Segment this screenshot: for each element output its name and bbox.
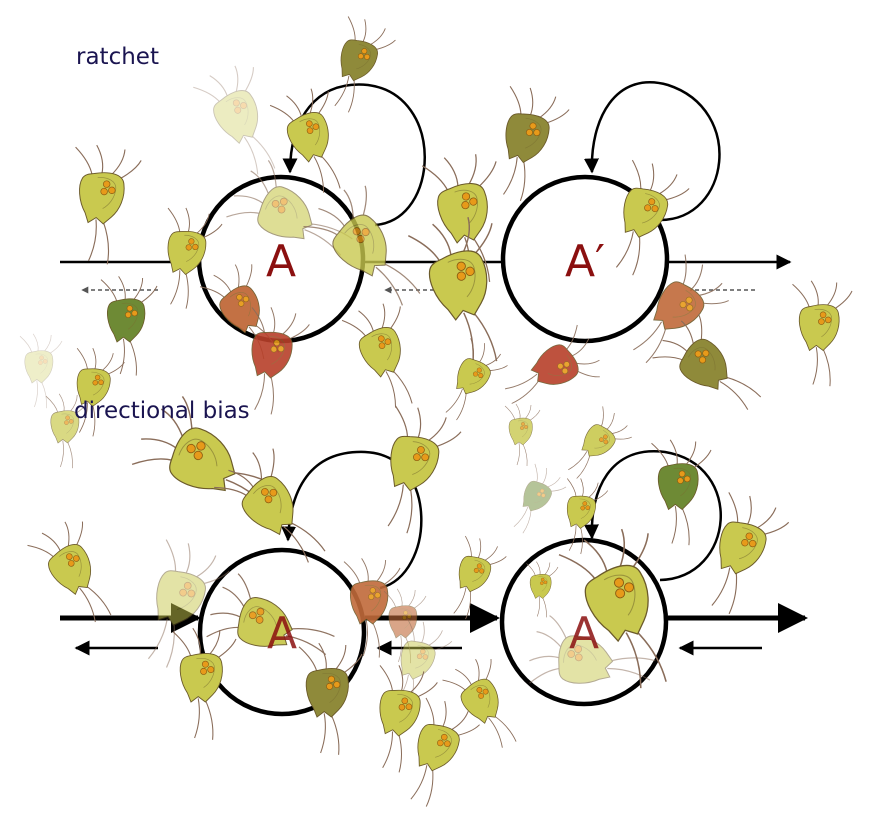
- organism-28: [568, 406, 632, 479]
- organism-10: [503, 85, 570, 202]
- organism-39: [394, 619, 453, 709]
- organism-12: [633, 254, 729, 364]
- organism-26: [387, 405, 462, 534]
- organism-7: [303, 185, 421, 306]
- bias-state-a-left-circle: [197, 547, 367, 717]
- organism-42: [558, 528, 667, 689]
- organism-45: [379, 665, 438, 773]
- organism-47: [410, 697, 480, 807]
- organism-3: [269, 88, 341, 193]
- organism-20: [792, 280, 853, 387]
- organism-11: [615, 159, 690, 276]
- organism-34: [147, 539, 230, 668]
- organisms-layer: [19, 16, 853, 807]
- organism-17: [445, 338, 508, 421]
- organism-40: [453, 535, 507, 620]
- bias-state-a-right-label: A: [569, 608, 599, 659]
- organism-44: [298, 642, 363, 755]
- organism-22: [19, 333, 63, 409]
- ratchet-state-a-prime-label: A′: [565, 236, 605, 287]
- organism-5: [167, 207, 223, 309]
- organism-18: [505, 324, 600, 404]
- organism-4: [75, 144, 142, 265]
- organism-43: [529, 615, 656, 684]
- organism-23: [45, 393, 89, 469]
- directional-bias-panel-label: directional bias: [74, 398, 250, 424]
- organism-46: [442, 658, 517, 748]
- organism-25: [214, 448, 326, 563]
- ratchet-panel-label: ratchet: [76, 44, 159, 70]
- organism-24: [131, 396, 284, 511]
- organism-14: [251, 307, 310, 415]
- organism-19: [652, 314, 762, 410]
- organism-41: [526, 561, 559, 618]
- bias-state-a-left-label: A: [267, 608, 297, 659]
- organism-37: [343, 558, 401, 658]
- ratchet-state-a-label: A: [266, 236, 296, 287]
- bias-self-loop-right: [583, 450, 723, 582]
- organism-2: [193, 65, 276, 175]
- organism-1: [334, 16, 396, 113]
- bias-self-loop-left: [281, 450, 423, 590]
- bias-state-a-right-circle: [499, 537, 669, 707]
- organism-31: [651, 439, 712, 546]
- organism-27: [504, 403, 541, 467]
- ratchet-self-loop-a-prime: [583, 81, 721, 222]
- organism-35: [206, 573, 335, 656]
- ratchet-state-a-prime-circle: [500, 174, 670, 344]
- organism-21: [76, 348, 125, 437]
- organism-32: [711, 492, 790, 615]
- organism-33: [27, 521, 112, 623]
- organism-13: [199, 264, 279, 359]
- organism-8: [421, 154, 497, 284]
- organism-29: [513, 463, 567, 534]
- organism-30: [566, 478, 609, 555]
- organism-36: [172, 627, 237, 740]
- organism-16: [341, 303, 413, 408]
- organism-15: [100, 276, 158, 376]
